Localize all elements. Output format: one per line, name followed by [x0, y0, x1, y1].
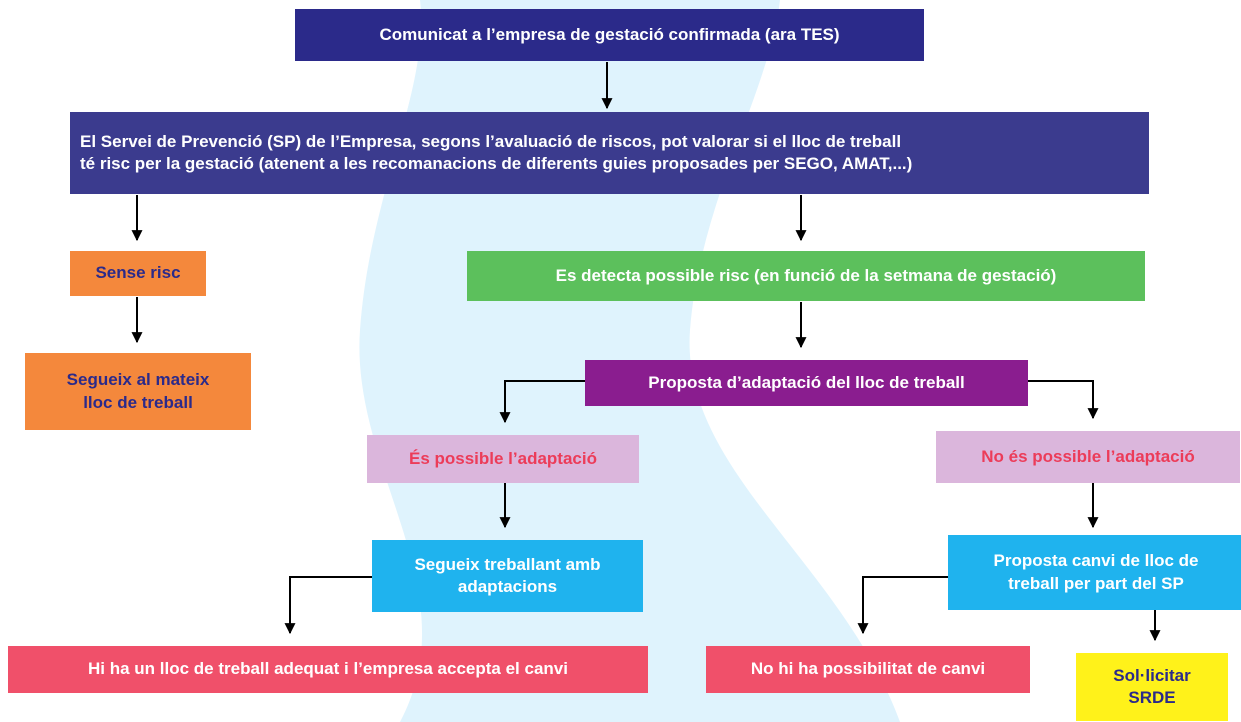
node-request-srde: Sol·licitar SRDE [1076, 653, 1228, 721]
node-job-change-line-1: Proposta canvi de lloc de [993, 551, 1199, 571]
node-srde-line-1: Sol·licitar [1113, 665, 1191, 685]
node-no-risk: Sense risc [70, 251, 206, 296]
node-gestation-communicated-label: Comunicat a l’empresa de gestació confir… [379, 24, 840, 44]
node-job-change-text: Proposta canvi de lloc de treball per pa… [993, 550, 1198, 594]
node-same-job-line-2: lloc de treball [83, 392, 193, 412]
node-continue-line-1: Segueix treballant amb [414, 554, 601, 574]
node-adaptation-possible: És possible l’adaptació [367, 435, 639, 483]
node-prevention-service-text: El Servei de Prevenció (SP) de l’Empresa… [80, 131, 912, 175]
node-no-change-possible: No hi ha possibilitat de canvi [706, 646, 1030, 693]
node-adaptation-not-possible-label: No és possible l’adaptació [981, 446, 1195, 466]
node-job-change-line-2: treball per part del SP [1008, 573, 1184, 593]
node-prevention-service-assessment: El Servei de Prevenció (SP) de l’Empresa… [70, 112, 1149, 194]
node-suitable-job-label: Hi ha un lloc de treball adequat i l’emp… [88, 659, 568, 679]
node-continue-line-2: adaptacions [457, 577, 558, 596]
node-no-change-label: No hi ha possibilitat de canvi [750, 659, 986, 679]
node-adaptation-proposal: Proposta d’adaptació del lloc de treball [585, 360, 1028, 406]
node-continue-with-adaptations: Segueix treballant amb adaptacions [372, 540, 643, 612]
arrow-change-to-no-change [857, 576, 948, 635]
node-adaptation-not-possible: No és possible l’adaptació [936, 431, 1240, 483]
node-adaptation-possible-label: És possible l’adaptació [408, 448, 597, 468]
arrow-proposal-to-possible [499, 380, 585, 424]
arrow-continue-to-accepts [284, 576, 372, 635]
node-same-job: Segueix al mateix lloc de treball [25, 353, 251, 430]
node-srde-text: Sol·licitar SRDE [1113, 665, 1190, 709]
node-possible-risk-label: Es detecta possible risc (en funció de l… [555, 265, 1057, 285]
node-continue-text: Segueix treballant amb adaptacions [414, 554, 600, 598]
node-same-job-text: Segueix al mateix lloc de treball [67, 369, 210, 413]
node-prevention-service-line-1: El Servei de Prevenció (SP) de l’Empresa… [80, 131, 902, 151]
node-adaptation-proposal-label: Proposta d’adaptació del lloc de treball [648, 372, 965, 392]
node-job-change-proposal: Proposta canvi de lloc de treball per pa… [948, 535, 1241, 610]
node-gestation-communicated: Comunicat a l’empresa de gestació confir… [295, 9, 924, 61]
node-prevention-service-line-2: té risc per la gestació (atenent a les r… [80, 154, 913, 173]
node-srde-line-2: SRDE [1128, 688, 1176, 707]
node-suitable-job-accepted: Hi ha un lloc de treball adequat i l’emp… [8, 646, 648, 693]
node-possible-risk-detected: Es detecta possible risc (en funció de l… [467, 251, 1145, 301]
arrow-proposal-to-not-possible [1028, 380, 1099, 420]
node-same-job-line-1: Segueix al mateix [66, 370, 210, 390]
node-no-risk-label: Sense risc [95, 263, 181, 283]
